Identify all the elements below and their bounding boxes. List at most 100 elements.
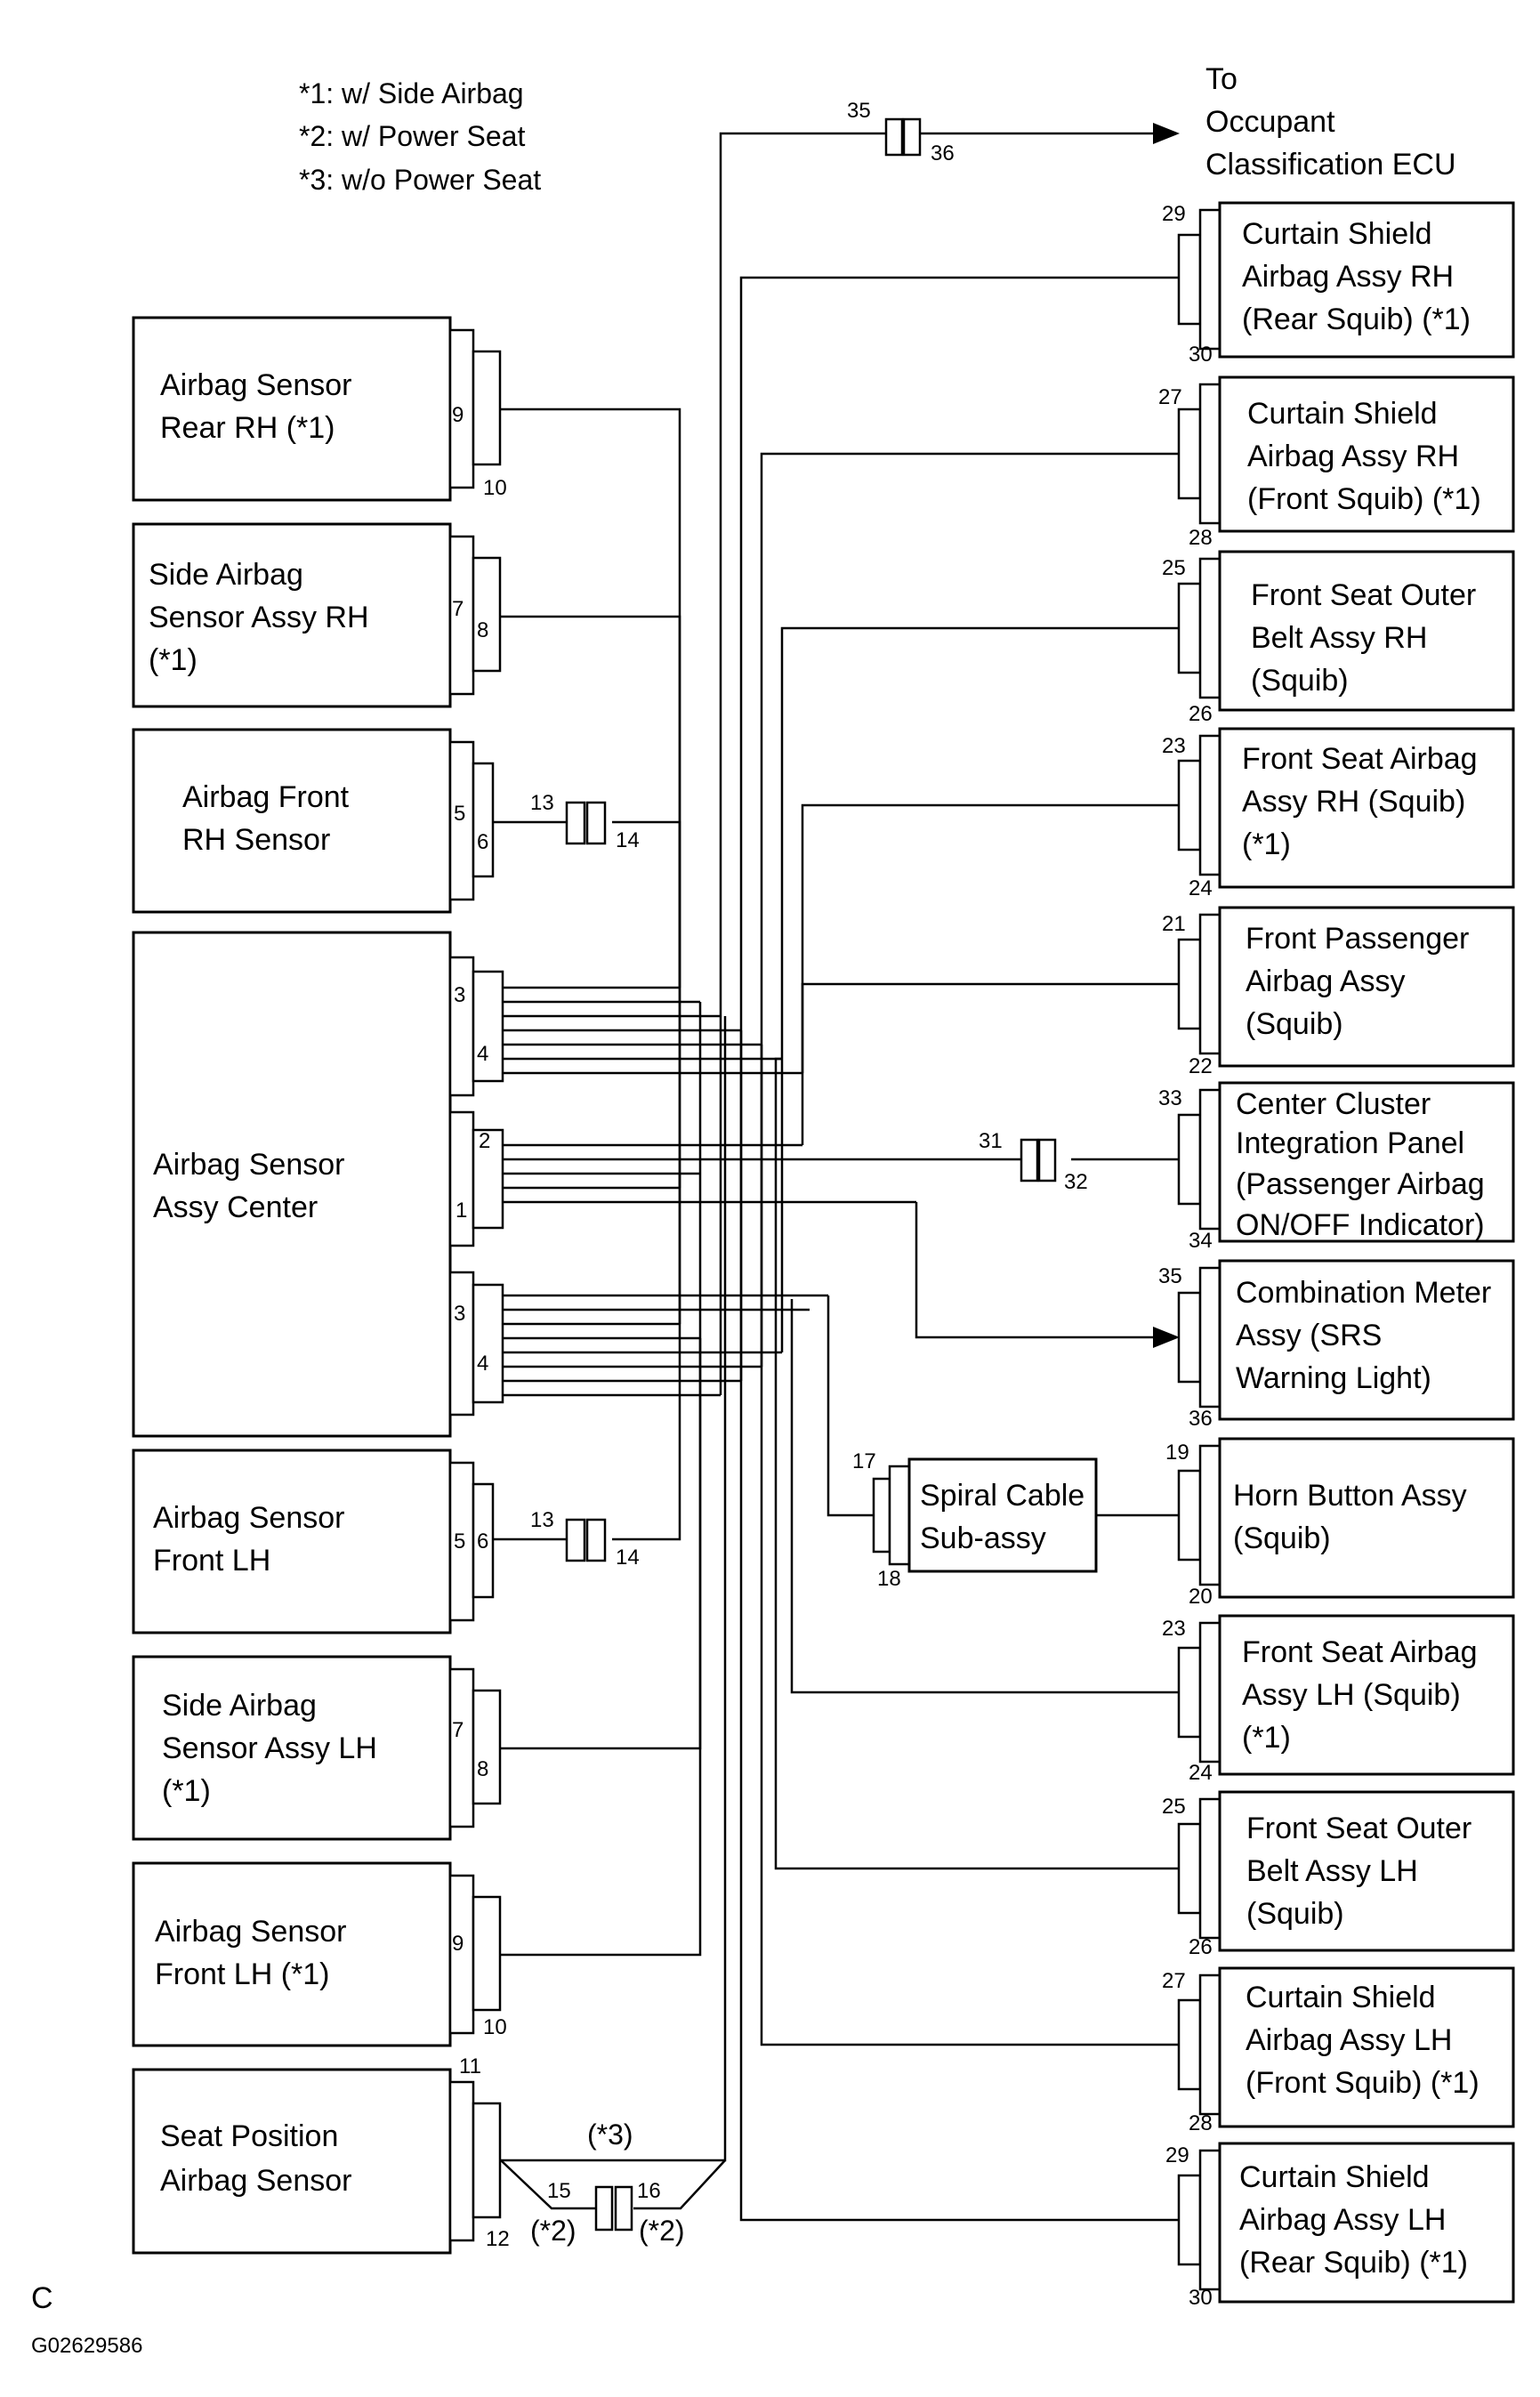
component-label: Curtain Shield <box>1242 217 1432 251</box>
component-label: (*1) <box>1242 827 1291 861</box>
pin-label: 18 <box>877 1567 901 1591</box>
option-mark: (*2) <box>530 2215 576 2247</box>
pin-label: 27 <box>1162 1969 1186 1993</box>
component-label: Belt Assy LH <box>1246 1854 1418 1888</box>
component-label: Assy (SRS <box>1236 1319 1382 1352</box>
pin-label: 34 <box>1189 1229 1213 1253</box>
legend-note-2: *2: w/ Power Seat <box>299 120 525 152</box>
component-label: Airbag Sensor <box>155 1915 346 1949</box>
pin-label: 29 <box>1162 202 1186 226</box>
component-label: Seat Position <box>160 2119 338 2153</box>
pin-label: 30 <box>1189 343 1213 367</box>
component-label: Front LH (*1) <box>155 1957 330 1991</box>
pin-label: 15 <box>547 2179 571 2203</box>
component-label: (Squib) <box>1246 1007 1343 1041</box>
pin-label: 24 <box>1189 876 1213 900</box>
component-label: Sensor Assy LH <box>162 1731 377 1765</box>
pin-label: 27 <box>1158 385 1182 409</box>
component-label: Airbag Sensor <box>160 2164 351 2198</box>
component-label: Integration Panel <box>1236 1126 1464 1160</box>
component-label: (*1) <box>149 643 198 677</box>
pin-label: 19 <box>1165 1441 1189 1465</box>
pin-label: 17 <box>852 1449 876 1473</box>
pin-label: 5 <box>454 1529 465 1554</box>
airbag-sensor-rear-rh: Airbag Sensor Rear RH (*1) 9 10 <box>132 316 507 502</box>
component-label: Sub-assy <box>920 1521 1046 1555</box>
component-label: Airbag Front <box>182 780 350 814</box>
pin-label: 3 <box>454 1302 465 1326</box>
junction-cluster: 31 32 <box>979 1129 1088 1194</box>
curtain-shield-airbag-lh-rear: Curtain Shield Airbag Assy LH (Rear Squi… <box>1165 2142 1515 2310</box>
pin-label: 32 <box>1064 1170 1088 1194</box>
side-airbag-sensor-assy-lh: Side Airbag Sensor Assy LH (*1) 7 8 <box>132 1655 502 1841</box>
component-label: Airbag Assy LH <box>1246 2023 1452 2057</box>
pin-label: 9 <box>452 1932 464 1956</box>
curtain-shield-airbag-lh-front: Curtain Shield Airbag Assy LH (Front Squ… <box>1162 1966 1515 2135</box>
pin-label: 3 <box>454 983 465 1007</box>
component-label: Horn Button Assy <box>1233 1479 1467 1513</box>
component-label: Front Seat Outer <box>1251 578 1476 612</box>
curtain-shield-airbag-rh-rear: Curtain Shield Airbag Assy RH (Rear Squi… <box>1162 201 1515 367</box>
pin-label: 14 <box>616 1546 640 1570</box>
airbag-front-rh-sensor: Airbag Front RH Sensor 5 6 <box>132 728 495 914</box>
component-label: Curtain Shield <box>1247 397 1438 431</box>
spiral-cable-sub-assy: Spiral Cable Sub-assy 17 18 <box>852 1449 1098 1591</box>
component-label: Assy LH (Squib) <box>1242 1678 1461 1712</box>
component-label: (Rear Squib) (*1) <box>1242 303 1471 336</box>
pin-label: 13 <box>530 791 554 815</box>
pin-label: 9 <box>452 403 464 427</box>
combination-meter-assy: Combination Meter Assy (SRS Warning Ligh… <box>1158 1259 1515 1431</box>
airbag-sensor-front-lh: Airbag Sensor Front LH 5 6 <box>132 1449 495 1634</box>
pin-label: 20 <box>1189 1585 1213 1609</box>
component-label: (Passenger Airbag <box>1236 1167 1485 1201</box>
airbag-sensor-assy-center: Airbag Sensor Assy Center 3 4 2 1 3 4 <box>132 931 504 1438</box>
pin-label: 4 <box>477 1042 488 1066</box>
front-seat-outer-belt-rh: Front Seat Outer Belt Assy RH (Squib) 25… <box>1162 550 1515 726</box>
front-seat-outer-belt-lh: Front Seat Outer Belt Assy LH (Squib) 25… <box>1162 1790 1515 1959</box>
component-label: (*1) <box>162 1774 211 1808</box>
pin-label: 23 <box>1162 1617 1186 1641</box>
component-label: Front Seat Airbag <box>1242 1635 1478 1669</box>
pin-label: 29 <box>1165 2143 1189 2167</box>
pin-label: 30 <box>1189 2286 1213 2310</box>
pin-label: 36 <box>931 141 955 165</box>
component-label: To <box>1205 62 1238 96</box>
pin-label: 13 <box>530 1508 554 1532</box>
pin-label: 16 <box>637 2179 661 2203</box>
pin-label: 26 <box>1189 1935 1213 1959</box>
component-label: Combination Meter <box>1236 1276 1491 1310</box>
pin-label: 35 <box>1158 1264 1182 1288</box>
component-label: (*1) <box>1242 1721 1291 1755</box>
pin-label: 24 <box>1189 1761 1213 1785</box>
component-label: Airbag Sensor <box>153 1148 344 1182</box>
component-label: Belt Assy RH <box>1251 621 1427 655</box>
junction-seat: 15 16 (*3) (*2) (*2) <box>530 2119 685 2247</box>
component-label: Airbag Assy RH <box>1247 440 1459 473</box>
front-seat-airbag-rh: Front Seat Airbag Assy RH (Squib) (*1) 2… <box>1162 727 1515 900</box>
pin-label: 31 <box>979 1129 1003 1153</box>
component-label: Classification ECU <box>1205 148 1456 182</box>
component-label: Front LH <box>153 1544 270 1578</box>
pin-label: 33 <box>1158 1086 1182 1110</box>
pin-label: 7 <box>452 597 464 621</box>
junction-ecu: 35 36 <box>847 99 955 165</box>
component-label: Curtain Shield <box>1239 2160 1430 2194</box>
component-label: Side Airbag <box>149 558 303 592</box>
component-label: Front Passenger <box>1246 922 1469 956</box>
pin-label: 7 <box>452 1718 464 1742</box>
component-label: Assy Center <box>153 1190 318 1224</box>
pin-label: 5 <box>454 802 465 826</box>
pin-label: 6 <box>477 830 488 854</box>
seat-position-airbag-sensor: Seat Position Airbag Sensor 11 12 <box>132 2054 510 2255</box>
pin-label: 25 <box>1162 1795 1186 1819</box>
pin-label: 8 <box>477 618 488 642</box>
pin-label: 28 <box>1189 2111 1213 2135</box>
curtain-shield-airbag-rh-front: Curtain Shield Airbag Assy RH (Front Squ… <box>1158 375 1515 550</box>
component-label: Front Seat Airbag <box>1242 742 1478 776</box>
component-label: ON/OFF Indicator) <box>1236 1208 1485 1242</box>
figure-letter: C <box>31 2281 53 2315</box>
horn-button-assy: Horn Button Assy (Squib) 19 20 <box>1165 1437 1515 1609</box>
figure-code: G02629586 <box>31 2334 142 2358</box>
pin-label: 22 <box>1189 1054 1213 1078</box>
